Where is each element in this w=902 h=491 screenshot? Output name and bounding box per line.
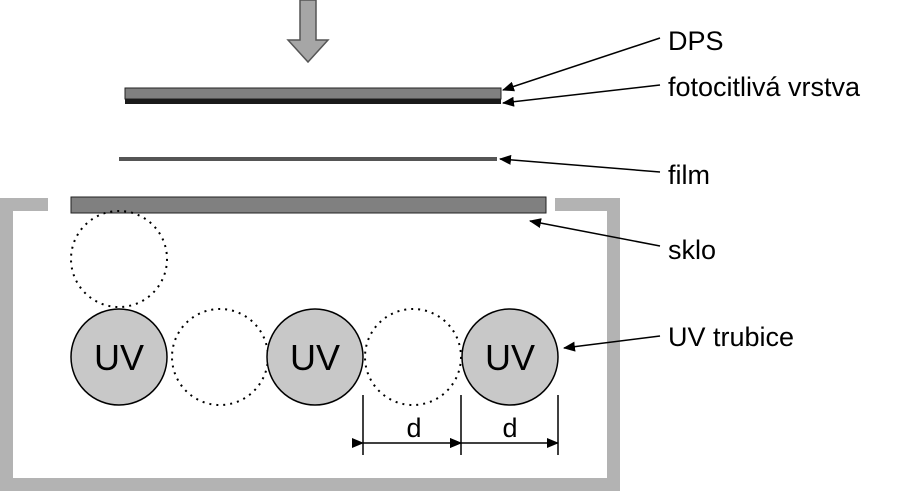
- label-glass: sklo: [668, 235, 716, 265]
- leader-glass: [529, 218, 661, 247]
- uv-tube: UV: [461, 308, 559, 406]
- uv-tube: UV: [70, 308, 168, 406]
- uv-tube-label: UV: [290, 337, 340, 378]
- uv-tube-label: UV: [485, 337, 535, 378]
- film-layer: [119, 157, 497, 161]
- leader-dps: [502, 37, 661, 92]
- dimension-label: d: [406, 413, 421, 443]
- label-dps: DPS: [668, 26, 724, 56]
- label-film: film: [668, 160, 710, 190]
- tube-position-dotted: [70, 210, 168, 308]
- label-uv-tubes: UV trubice: [668, 322, 794, 352]
- glass-plate: [70, 196, 547, 214]
- exposure-box-frame: [0, 198, 620, 491]
- leader-uv-tubes: [563, 335, 661, 352]
- photoresist-layer: [125, 99, 501, 104]
- dimension-markers: [352, 395, 559, 455]
- tube-position-dotted: [364, 308, 462, 406]
- pressure-arrow-icon: [286, 0, 330, 64]
- dimension-label: d: [502, 413, 517, 443]
- label-photoresist: fotocitlivá vrstva: [668, 72, 861, 102]
- leader-film: [499, 154, 661, 173]
- leader-photoresist: [502, 84, 661, 107]
- tube-position-dotted: [171, 308, 269, 406]
- uv-tube: UV: [266, 308, 364, 406]
- dps-board: [124, 87, 502, 100]
- uv-tube-label: UV: [94, 337, 144, 378]
